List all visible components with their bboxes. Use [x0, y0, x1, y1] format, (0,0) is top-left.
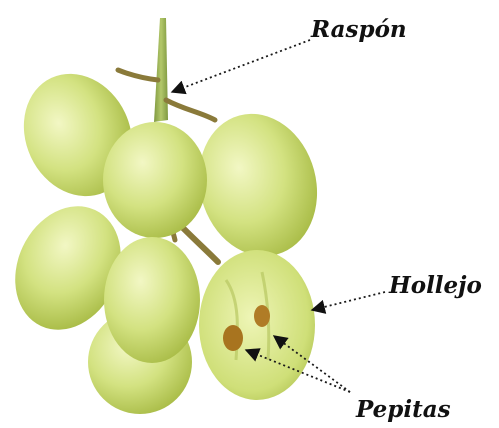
- grape-berry: [104, 237, 200, 363]
- grape-berry: [103, 122, 207, 238]
- seed: [254, 305, 270, 327]
- label-skin: Hollejo: [389, 274, 482, 297]
- label-seeds: Pepitas: [356, 398, 451, 421]
- leader-line-skin: [312, 292, 385, 310]
- label-stem: Raspón: [311, 18, 407, 41]
- leader-line-stem: [172, 40, 310, 92]
- seed: [223, 325, 243, 351]
- cut-grape-berry: [199, 250, 315, 400]
